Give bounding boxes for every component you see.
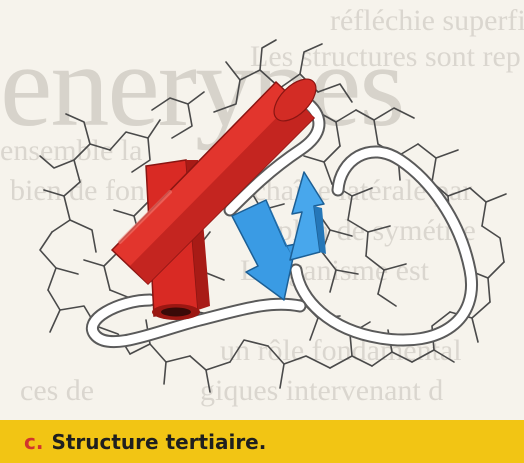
figure-caption: c. Structure tertiaire.	[0, 420, 524, 463]
ribbon-diagram	[0, 0, 524, 420]
caption-letter: c.	[24, 430, 43, 454]
beta-strand-1	[232, 200, 296, 300]
caption-text: Structure tertiaire.	[51, 430, 266, 454]
